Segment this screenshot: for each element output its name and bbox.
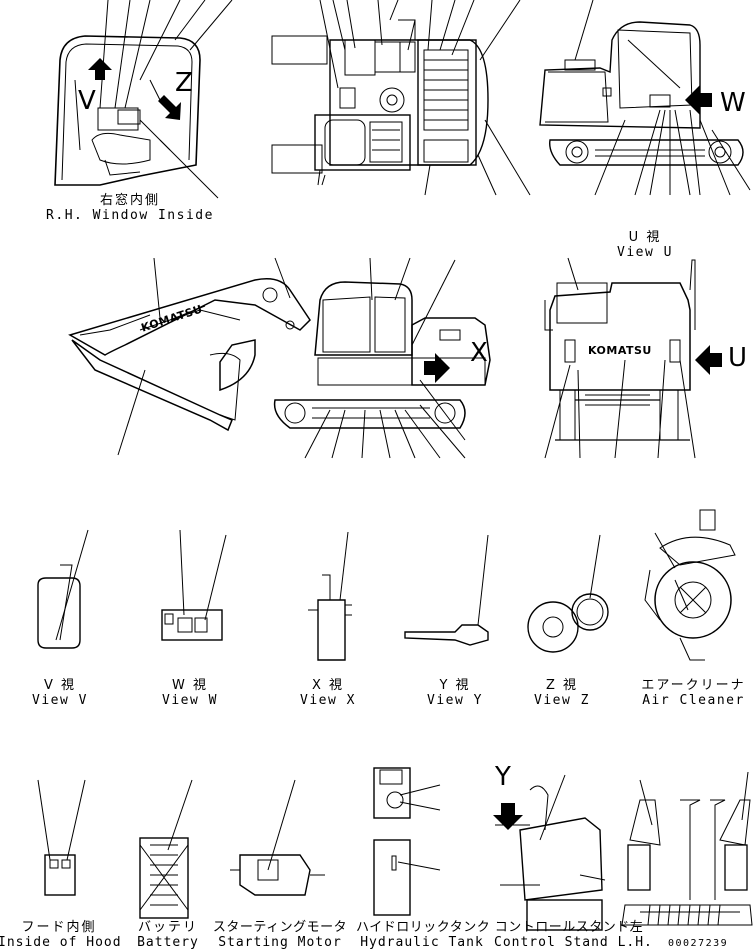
caption-jp: コントロールスタンド左 bbox=[494, 920, 644, 935]
caption-view-z: Z 視 View Z bbox=[512, 678, 612, 708]
caption-jp: バッテリ bbox=[137, 920, 198, 935]
battery-figure bbox=[139, 779, 193, 919]
view-u-figure bbox=[544, 257, 722, 459]
control-stand-lh-figure bbox=[621, 771, 753, 926]
caption-en: Starting Motor bbox=[218, 935, 342, 950]
caption-hydraulic-tank: ハイドロリックタンク Hydraulic Tank bbox=[356, 920, 491, 950]
view-x-figure bbox=[308, 531, 352, 661]
caption-battery: バッテリ Battery bbox=[128, 920, 208, 950]
drawing-code: 00027239 bbox=[668, 938, 729, 949]
caption-jp: フード内側 bbox=[21, 920, 97, 935]
marker-x: X bbox=[470, 338, 488, 368]
caption-inside-hood: フード内側 Inside of Hood bbox=[0, 920, 122, 950]
caption-en: Hydraulic Tank bbox=[360, 935, 484, 950]
caption-en: Inside of Hood bbox=[0, 935, 122, 950]
caption-en: View W bbox=[162, 693, 218, 708]
caption-en: R.H. Window Inside bbox=[46, 208, 214, 223]
marker-v: V bbox=[78, 86, 96, 116]
caption-jp: X 視 bbox=[311, 678, 345, 693]
top-view-figure bbox=[271, 0, 531, 196]
side-view-right-figure bbox=[539, 0, 751, 196]
caption-en: View Y bbox=[427, 693, 483, 708]
caption-view-x: X 視 View X bbox=[278, 678, 378, 708]
caption-view-u: U 視 View U bbox=[585, 230, 705, 260]
marker-u: U bbox=[728, 343, 748, 373]
caption-view-w: W 視 View W bbox=[140, 678, 240, 708]
caption-en: Battery bbox=[137, 935, 199, 950]
arrow-diag-icon bbox=[158, 95, 181, 120]
caption-view-y: Y 視 View Y bbox=[405, 678, 505, 708]
arrow-up-icon bbox=[88, 58, 112, 80]
view-w-figure bbox=[161, 529, 227, 641]
excavator-side-view-figure bbox=[68, 257, 491, 459]
air-cleaner-figure bbox=[644, 509, 736, 661]
view-v-figure bbox=[37, 529, 89, 649]
caption-jp: V 視 bbox=[43, 678, 77, 693]
marker-y: Y bbox=[495, 762, 511, 792]
caption-jp: ハイドロリックタンク bbox=[356, 920, 491, 935]
control-stand-figure bbox=[493, 774, 606, 931]
caption-view-v: V 視 View V bbox=[10, 678, 110, 708]
marker-w: W bbox=[720, 88, 746, 118]
caption-en: View X bbox=[300, 693, 356, 708]
caption-jp: 右窓内側 bbox=[99, 193, 160, 208]
marker-z: Z bbox=[175, 68, 193, 98]
caption-rh-window: 右窓内側 R.H. Window Inside bbox=[30, 193, 230, 223]
view-y-figure bbox=[404, 534, 489, 646]
starting-motor-figure bbox=[230, 779, 325, 896]
caption-en: View U bbox=[617, 245, 673, 260]
caption-en: View Z bbox=[534, 693, 590, 708]
caption-starting-motor: スターティングモータ Starting Motor bbox=[212, 920, 348, 950]
rear-brand-label: KOMATSU bbox=[588, 344, 652, 357]
view-z-figure bbox=[527, 534, 609, 653]
caption-air-cleaner: エアークリーナ Air Cleaner bbox=[636, 678, 751, 708]
arrow-left-icon bbox=[695, 345, 722, 375]
arrow-right-icon bbox=[424, 353, 450, 383]
arrow-left-icon bbox=[685, 85, 712, 115]
caption-jp: W 視 bbox=[172, 678, 208, 693]
caption-en: View V bbox=[32, 693, 88, 708]
caption-jp: Y 視 bbox=[439, 678, 471, 693]
caption-en: Air Cleaner bbox=[642, 693, 745, 708]
caption-jp: エアークリーナ bbox=[641, 678, 746, 693]
arrow-down-icon bbox=[493, 803, 523, 830]
caption-jp: U 視 bbox=[628, 230, 662, 245]
hydraulic-tank-figure bbox=[373, 767, 441, 916]
caption-control-stand: コントロールスタンド左 Control Stand L.H. bbox=[494, 920, 653, 950]
inside-hood-figure bbox=[37, 779, 86, 896]
rh-window-inside-figure bbox=[54, 0, 233, 199]
caption-en: Control Stand L.H. bbox=[494, 935, 653, 950]
caption-jp: Z 視 bbox=[545, 678, 579, 693]
caption-jp: スターティングモータ bbox=[212, 920, 348, 935]
